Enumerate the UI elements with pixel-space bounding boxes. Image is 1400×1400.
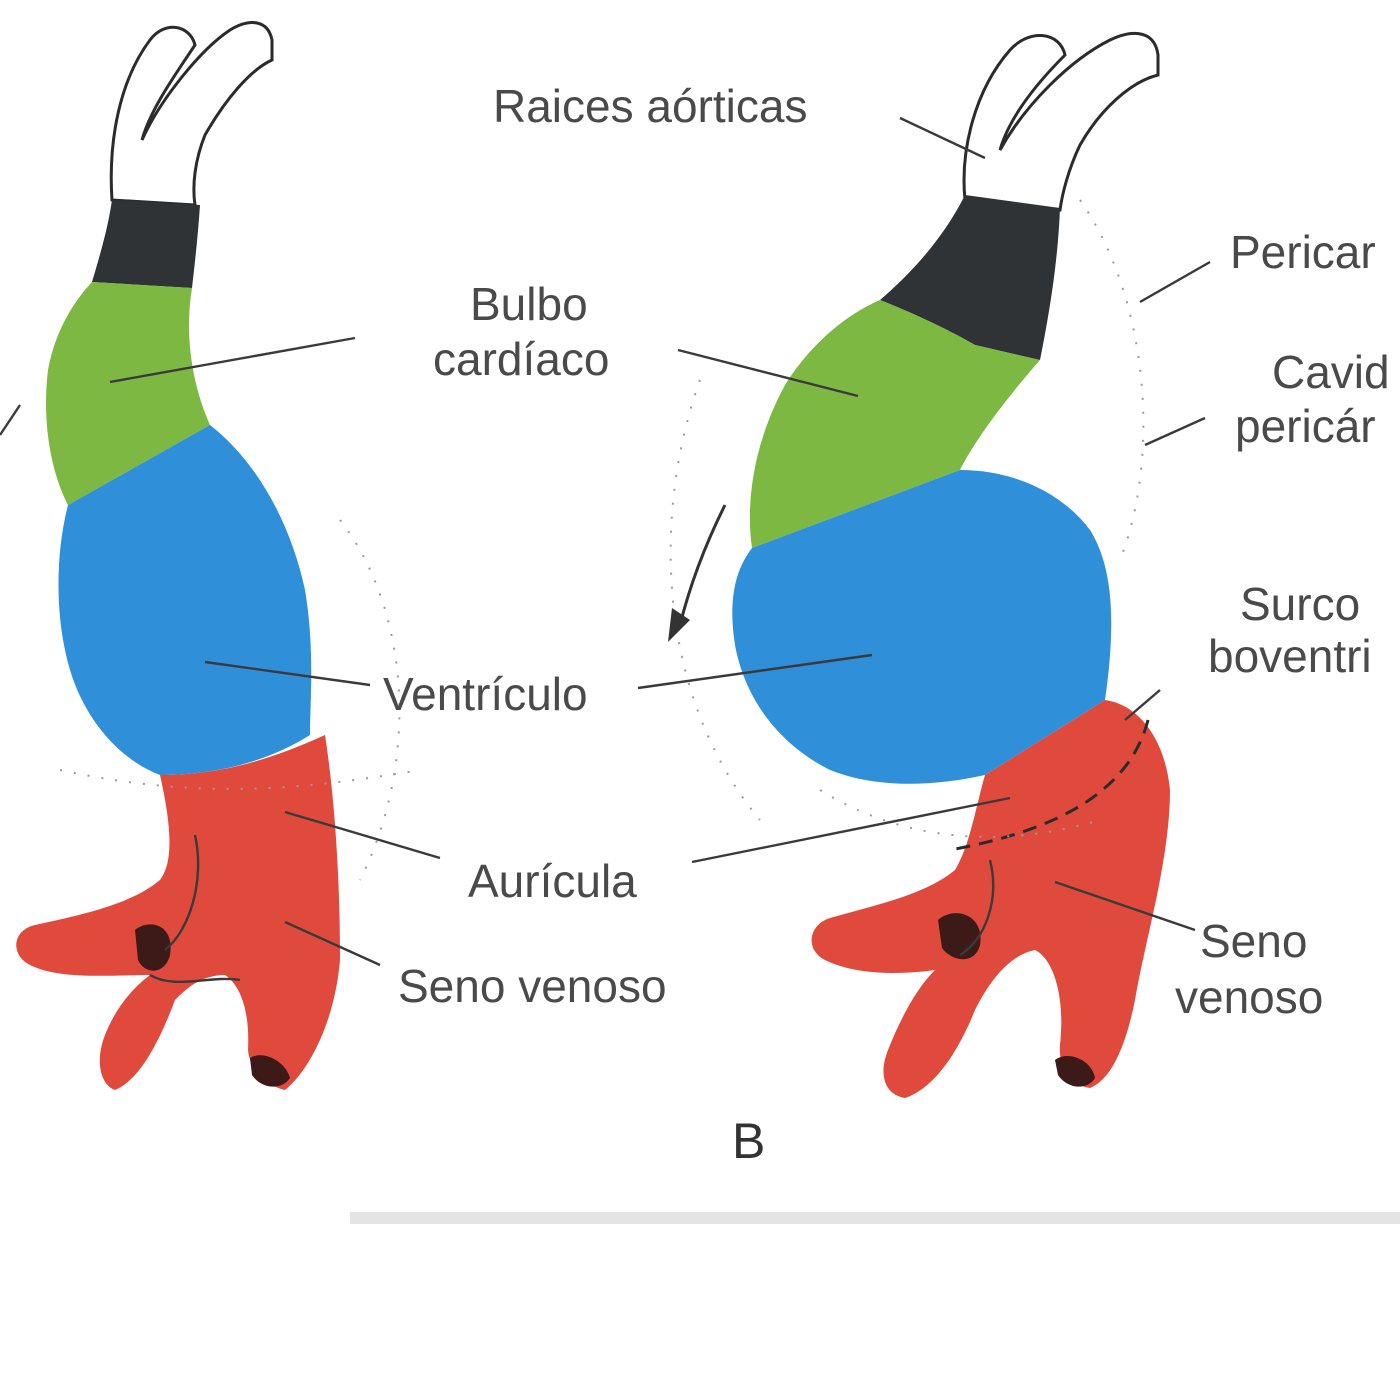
right-aortic-roots: [962, 31, 1160, 212]
right-sinus-fold: [959, 859, 995, 957]
label-ventricle: Ventrículo: [383, 668, 588, 720]
leader-lines: [0, 116, 1211, 967]
label-bulb-line2: cardíaco: [433, 333, 609, 385]
right-vein-opening-2: [1055, 1056, 1095, 1087]
pericardium-outline-right: [1079, 199, 1145, 561]
label-cavity-line2: pericár: [1235, 400, 1376, 452]
leader-pericardium: [1139, 260, 1211, 304]
leader-bulb-left: [109, 336, 356, 384]
label-aortic-roots: Raices aórticas: [493, 80, 807, 132]
leader-atrium-left: [284, 810, 441, 860]
label-sulcus-line1: Surco: [1240, 578, 1360, 630]
looping-arrow: [668, 504, 727, 642]
leader-sinus-right: [1054, 880, 1196, 932]
leader-cavity: [1144, 416, 1206, 447]
left-atrium-sinus: [16, 735, 340, 1090]
left-heart-tube: [16, 21, 340, 1090]
left-vein-opening-2: [250, 1055, 290, 1087]
label-sinus-right-line2: venoso: [1175, 971, 1323, 1023]
right-bulbus: [749, 300, 1040, 548]
right-truncus: [880, 195, 1060, 360]
label-atrium: Aurícula: [468, 855, 637, 907]
leader-atrium-right: [691, 796, 1011, 864]
right-atrium-sinus: [811, 700, 1170, 1098]
leader-aortic-roots: [899, 116, 986, 160]
label-sulcus-line2: boventri: [1208, 630, 1372, 682]
left-vein-opening-1: [135, 924, 171, 971]
panel-label: B: [732, 1113, 765, 1169]
left-aortic-roots: [109, 21, 274, 207]
label-cavity-line1: Cavid: [1272, 346, 1390, 398]
pericardium-outline-right-low: [819, 789, 1101, 838]
leader-sinus-left: [284, 920, 381, 967]
right-atrium-boundary-dashed: [949, 719, 1150, 852]
leader-bulb-right: [677, 348, 859, 398]
leader-sulcus: [1124, 689, 1161, 721]
leader-ventricle-left: [204, 660, 371, 687]
leader-ventricle-right: [637, 653, 873, 690]
left-sinus-fold-2: [149, 973, 241, 983]
left-bulbus: [46, 282, 210, 505]
leader-edge-left: [0, 404, 21, 436]
labels: Raices aórticas Bulbo cardíaco Ventrícul…: [383, 80, 1390, 1169]
label-pericardium: Pericar: [1230, 226, 1376, 278]
scan-edge: [350, 1212, 1400, 1224]
label-bulb-line1: Bulbo: [470, 278, 588, 330]
left-truncus: [92, 200, 200, 288]
right-heart-tube: [732, 31, 1170, 1098]
label-sinus-right-line1: Seno: [1200, 915, 1307, 967]
right-ventricle: [732, 470, 1112, 784]
left-sinus-fold: [164, 834, 200, 951]
left-ventricle: [58, 425, 312, 775]
label-sinus-left: Seno venoso: [398, 960, 667, 1012]
